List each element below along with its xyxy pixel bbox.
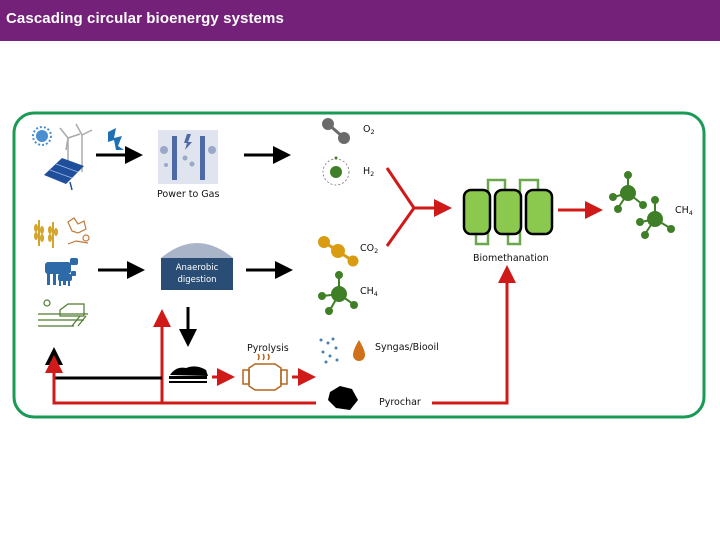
syngas-particles-icon [319,337,339,364]
pyrochar-label: Pyrochar [379,397,421,408]
h2-label: H2 [363,166,374,178]
hydrogen-molecule-icon [322,156,350,186]
flow-pyrochar-loop [45,355,316,405]
ch4-ad-label: CH4 [360,286,378,298]
methane-molecule-final-icon [609,171,675,239]
flow-gases-to-biomethanation [385,167,452,247]
h2-sub: 2 [370,170,375,178]
anaerobic-digestion-box: Anaerobic digestion [161,258,233,290]
wheat-icon [34,220,58,248]
digestate-heap-icon [169,366,208,383]
co2-base: CO [360,243,375,254]
ad-label-line1: Anaerobic [175,263,219,273]
co2-sub: 2 [374,247,379,255]
flow-digestate-to-land [45,347,162,380]
flow-pyrochar-to-biomethanation [432,265,516,405]
pyrolysis-label: Pyrolysis [247,343,289,354]
ch4-ad-sub: 4 [373,290,378,298]
co2-molecule-icon [318,236,359,267]
ch4-ad-base: CH [360,286,374,297]
ch4-final-base: CH [675,205,689,216]
cattle-icon [45,258,78,286]
pyrochar-icon [328,386,358,410]
title-bar: Cascading circular bioenergy systems [0,0,720,41]
methane-molecule-ad-icon [318,271,358,315]
digester-dome-icon [161,243,233,258]
system-boundary-frame [12,111,706,419]
syngas-biooil-label: Syngas/Biooil [375,342,439,353]
reactor-columns-icon [462,178,554,246]
electrolyser-icon [158,130,218,184]
farm-icon [38,299,88,327]
slide-title: Cascading circular bioenergy systems [6,10,284,27]
o2-sub: 2 [370,128,375,136]
o2-label: O2 [363,124,375,136]
biomethanation-label: Biomethanation [473,253,549,264]
solar-panel-icon [44,158,84,191]
oxygen-molecule-icon [322,118,350,144]
co2-label: CO2 [360,243,378,255]
food-waste-icon [67,217,90,245]
o2-base: O [363,124,371,135]
ch4-final-label: CH4 [675,205,693,217]
pyrolysis-reactor-icon [242,353,288,391]
lightning-icon [108,128,124,150]
sun-icon [32,126,52,146]
power-to-gas-label: Power to Gas [157,189,220,200]
renewable-power-icons [32,123,124,191]
ch4-final-sub: 4 [688,209,693,217]
biomass-feedstock-icons [34,217,90,327]
h2-base: H [363,166,371,177]
biooil-drop-icon [353,340,365,361]
ad-label-line2: digestion [177,275,217,285]
